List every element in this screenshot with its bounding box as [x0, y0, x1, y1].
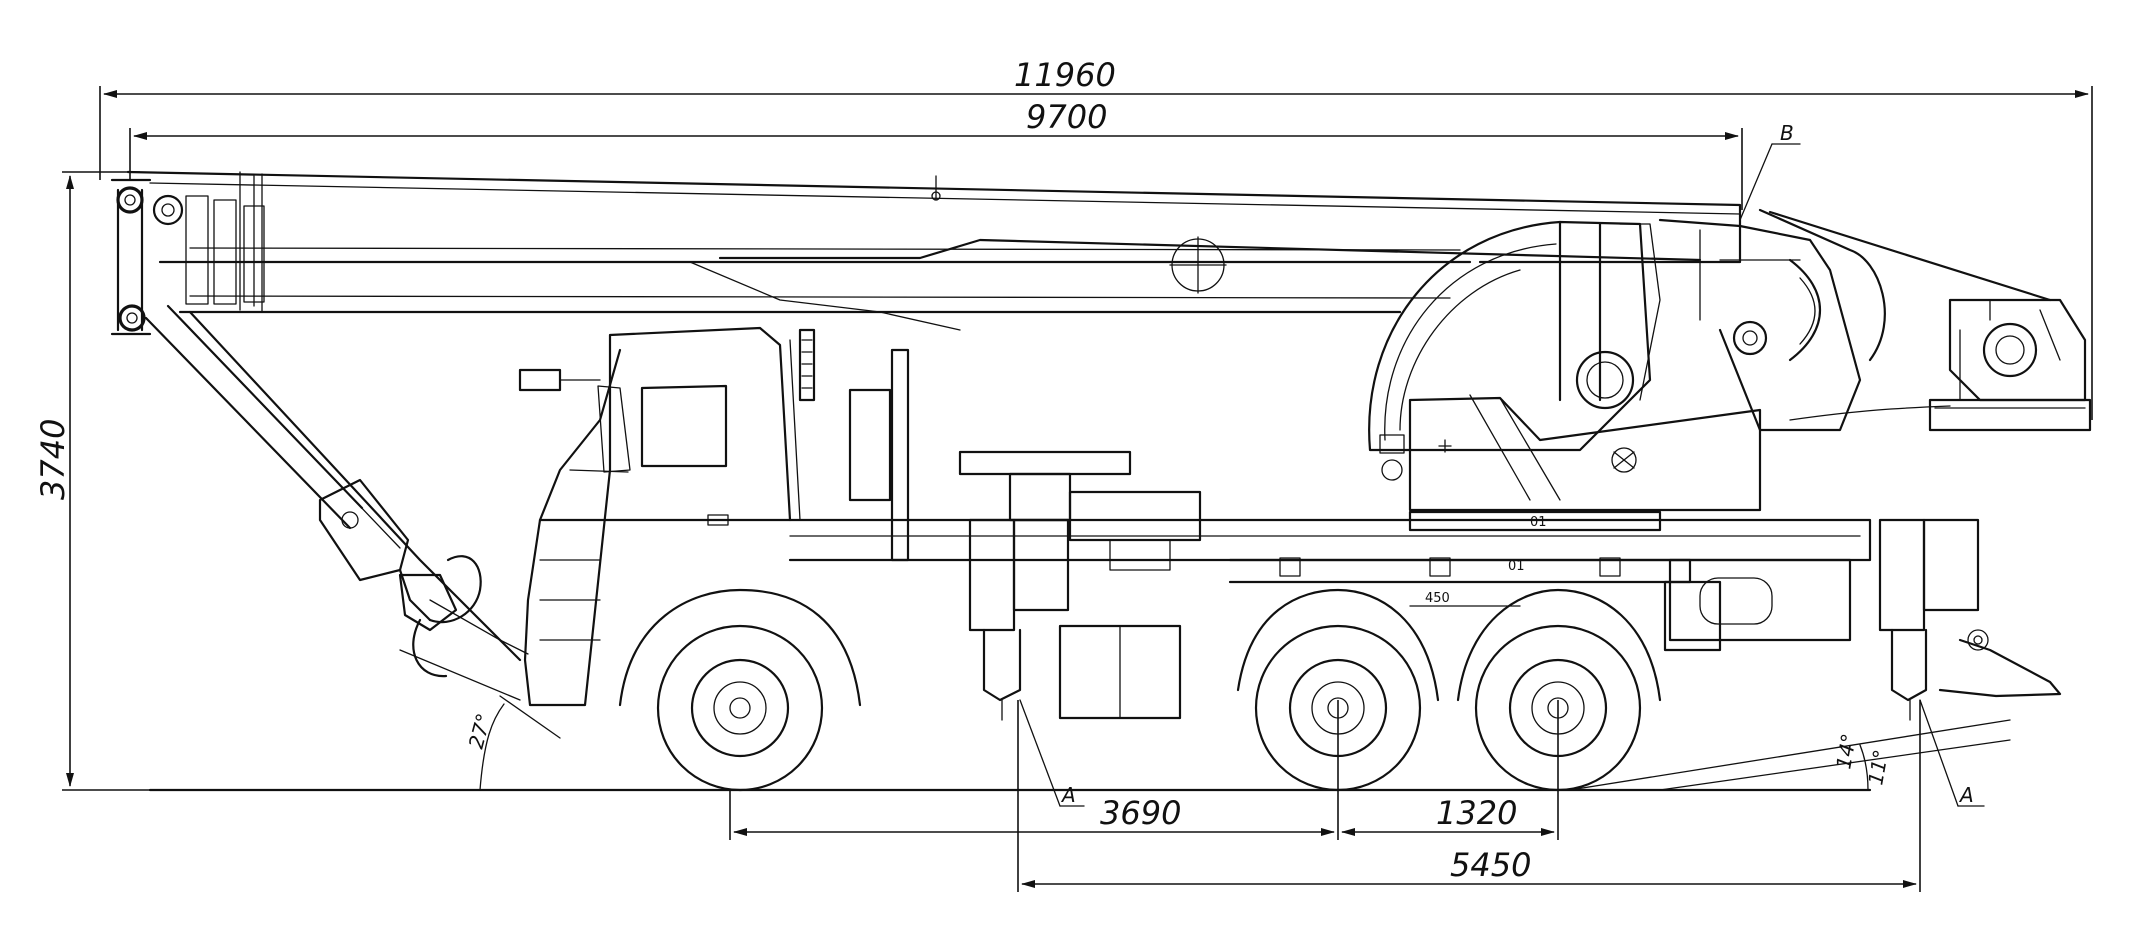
ref-a-right: A — [1919, 699, 1985, 807]
dimension-overall-height: 3740 — [34, 171, 400, 791]
outrigger-rear — [1878, 518, 1980, 721]
chassis-frame: 01 450 — [788, 348, 1872, 720]
departure-angle-b-label: 11° — [1863, 748, 1893, 787]
dimension-overall-length: 11960 — [99, 56, 2093, 420]
small-450-label: 450 — [1425, 591, 1450, 606]
mark-01-bottom: 01 — [1508, 559, 1525, 574]
boom-length-label: 9700 — [1026, 98, 1107, 136]
outrigger-front — [968, 518, 1070, 721]
overall-length-label: 11960 — [1014, 56, 1116, 94]
dimension-outrigger-base: 5450 — [1017, 700, 1921, 892]
dimension-boom-length: 9700 — [129, 98, 1743, 210]
bogie-wheel-1 — [1236, 588, 1440, 792]
crane-superstructure: 01 — [1368, 208, 2092, 532]
hook-block — [398, 555, 529, 678]
ref-a-left-label: A — [1060, 783, 1076, 807]
ref-a-left: A — [1019, 699, 1085, 807]
bogie-spacing-label: 1320 — [1436, 794, 1517, 832]
front-axle-to-bogie-label: 3690 — [1100, 794, 1181, 832]
departure-angle: 14° 11° — [1569, 719, 2011, 791]
rear-tail — [1938, 629, 2062, 698]
telescopic-boom — [126, 170, 1742, 331]
overall-height-label: 3740 — [34, 419, 72, 500]
boom-head — [110, 178, 522, 662]
dimension-wheelbase: 3690 1320 — [729, 700, 1559, 840]
front-wheel — [618, 588, 862, 792]
bogie-wheel-2 — [1456, 588, 1662, 792]
ref-a-right-label: A — [1958, 783, 1974, 807]
truck-cab — [518, 326, 816, 707]
ref-b-label: B — [1780, 121, 1794, 145]
mark-01-top: 01 — [1530, 515, 1547, 530]
departure-angle-a-label: 14° — [1831, 732, 1861, 771]
ref-b: B — [1739, 121, 1801, 221]
approach-angle-label: 27° — [464, 711, 496, 751]
outrigger-base-label: 5450 — [1450, 846, 1531, 884]
